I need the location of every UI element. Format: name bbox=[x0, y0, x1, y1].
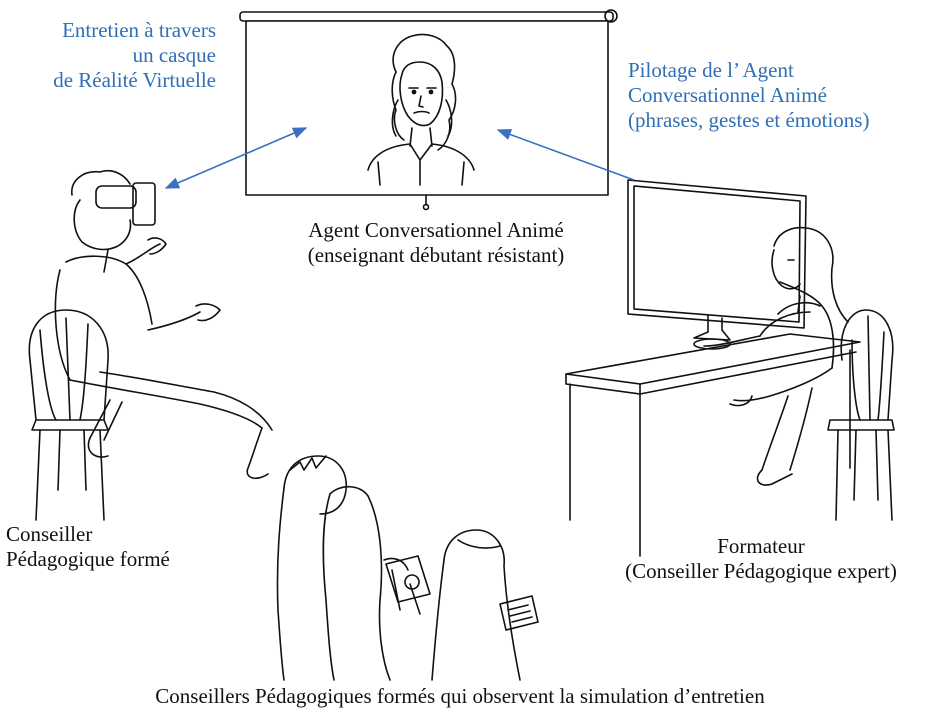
agent-label: Agent Conversationnel Animé (enseignant … bbox=[307, 218, 565, 267]
monitor-icon bbox=[627, 179, 807, 350]
vr-interview-arrow bbox=[164, 127, 308, 189]
trainer-label: Formateur (Conseiller Pédagogique expert… bbox=[625, 534, 897, 583]
observers-group-icon bbox=[276, 455, 539, 681]
vr-advisor-figure-icon bbox=[54, 169, 273, 480]
agent-control-label: Pilotage de l’ Agent Conversationnel Ani… bbox=[628, 58, 870, 132]
trained-advisor-label: Conseiller Pédagogique formé bbox=[6, 522, 170, 571]
desk-icon bbox=[565, 333, 861, 557]
trainer-figure-icon bbox=[703, 226, 849, 486]
left-chair-icon bbox=[28, 309, 109, 521]
agent-figure-icon bbox=[367, 33, 475, 186]
vr-interview-label: Entretien à travers un casque de Réalité… bbox=[53, 18, 216, 92]
projection-screen bbox=[239, 9, 618, 211]
right-chair-icon bbox=[827, 309, 895, 521]
observers-label: Conseillers Pédagogiques formés qui obse… bbox=[155, 684, 765, 708]
agent-control-arrow bbox=[496, 129, 635, 181]
